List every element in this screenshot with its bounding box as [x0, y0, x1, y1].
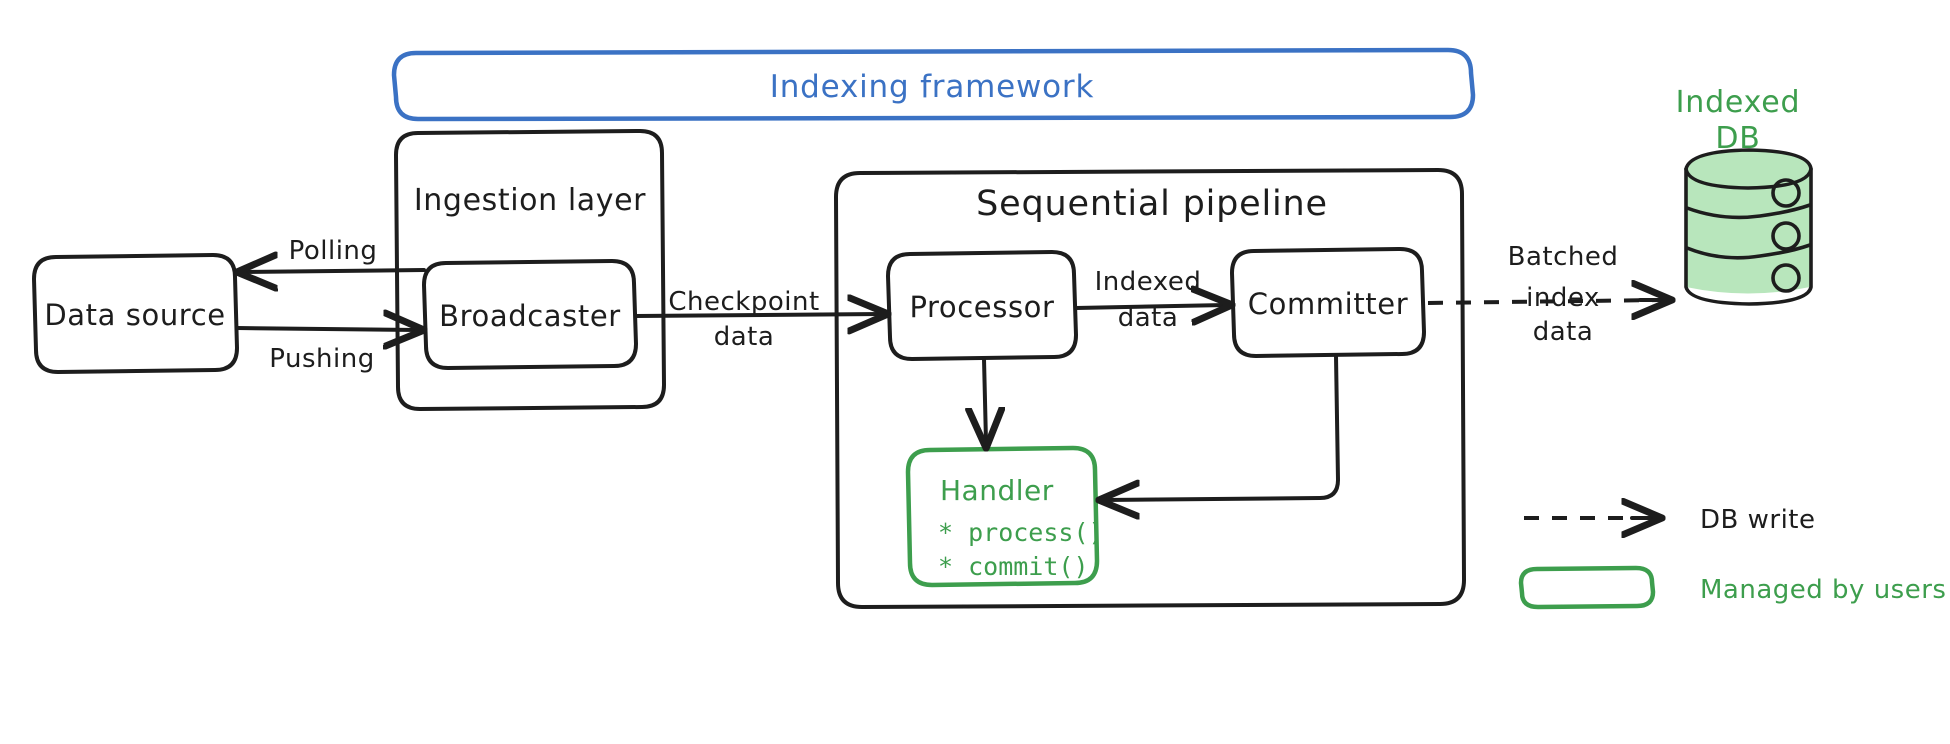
- node-broadcaster-label: Broadcaster: [439, 299, 621, 333]
- handler-method-commit: * commit(): [938, 552, 1089, 581]
- edge-checkpoint-data: [634, 314, 882, 316]
- edge-batched-index-data: [1427, 300, 1666, 303]
- ingestion-layer-label: Ingestion layer: [414, 183, 646, 218]
- edge-indexed-data: [1074, 305, 1226, 308]
- handler-method-process: * process(): [938, 518, 1104, 547]
- indexed-db-cylinder: [1684, 148, 1813, 306]
- edge-checkpoint-label-line1: Checkpoint: [668, 287, 819, 317]
- edge-polling-label: Polling: [289, 236, 378, 266]
- ingestion-layer-group: [394, 129, 666, 411]
- edge-pushing-label: Pushing: [269, 344, 374, 374]
- indexed-db-label-line1: Indexed: [1676, 85, 1801, 120]
- legend-db-write-label: DB write: [1700, 505, 1816, 535]
- node-data-source-label: Data source: [44, 298, 225, 332]
- edge-batched-label-line2: index: [1526, 283, 1600, 313]
- legend-managed-by-users-sample: [1518, 565, 1656, 610]
- indexed-db-label-line2: DB: [1715, 121, 1760, 156]
- edge-indexed-label-line1: Indexed: [1095, 267, 1202, 297]
- edge-committer-to-handler: [1105, 354, 1340, 500]
- node-handler[interactable]: [905, 445, 1100, 588]
- legend-managed-by-users-label: Managed by users: [1700, 575, 1946, 605]
- node-handler-label: Handler: [940, 474, 1054, 507]
- node-committer[interactable]: [1230, 247, 1426, 358]
- node-data-source[interactable]: [32, 253, 239, 374]
- edge-processor-to-handler: [984, 357, 986, 442]
- indexing-framework-label: Indexing framework: [770, 69, 1094, 105]
- edge-pushing: [235, 328, 418, 330]
- node-processor-label: Processor: [909, 290, 1054, 324]
- indexing-framework-frame: [391, 47, 1476, 122]
- node-processor[interactable]: [886, 250, 1078, 361]
- node-committer-label: Committer: [1248, 287, 1408, 321]
- node-broadcaster[interactable]: [422, 259, 638, 370]
- edge-batched-label-line3: data: [1533, 317, 1594, 347]
- edge-checkpoint-label-line2: data: [714, 322, 775, 352]
- edge-indexed-label-line2: data: [1118, 303, 1179, 333]
- sequential-pipeline-label: Sequential pipeline: [976, 184, 1328, 224]
- sequential-pipeline-group: [834, 168, 1466, 609]
- edge-polling: [243, 270, 426, 272]
- edge-batched-label-line1: Batched: [1508, 242, 1619, 272]
